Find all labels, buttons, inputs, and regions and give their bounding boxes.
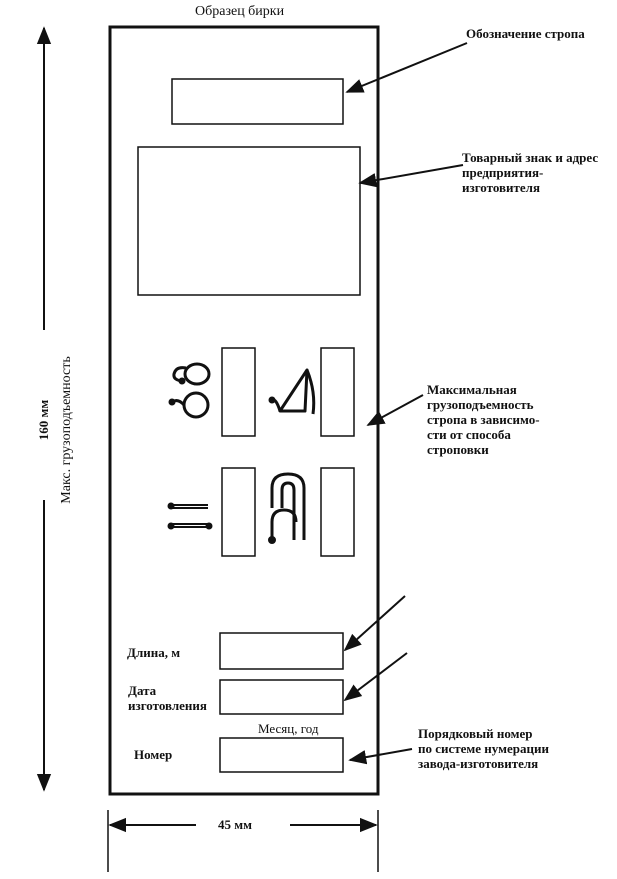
trademark-label: Товарный знак и адрес предприятия- изгот… bbox=[462, 150, 598, 195]
length-arrow bbox=[343, 595, 406, 652]
capacity-label-line: сти от способа bbox=[427, 427, 511, 442]
serial-label-line: Порядковый номер bbox=[418, 726, 533, 741]
designation-box bbox=[171, 78, 344, 125]
capacity-arrow bbox=[366, 394, 424, 426]
date-label-line: Дата bbox=[128, 683, 157, 698]
height-dimension-label: 160 мм bbox=[36, 399, 51, 441]
serial-arrow bbox=[348, 748, 413, 765]
trademark-arrow bbox=[358, 164, 464, 188]
capacity-label: Максимальная грузоподъемность стропа в з… bbox=[427, 382, 540, 457]
capacity-label-line: Максимальная bbox=[427, 382, 517, 397]
straight-sling-icon bbox=[167, 502, 213, 530]
basket-triangle-icon bbox=[268, 368, 316, 415]
date-arrow bbox=[343, 652, 408, 702]
tag-outline bbox=[108, 25, 380, 796]
designation-arrow bbox=[345, 42, 468, 93]
choker-sling-icon bbox=[168, 362, 211, 419]
number-box bbox=[219, 737, 344, 773]
capacity-box-3 bbox=[221, 467, 256, 557]
capacity-label-line: стропа в зависимо- bbox=[427, 412, 540, 427]
max-capacity-side-label: Макс. грузоподъемность bbox=[59, 356, 74, 504]
width-dimension-label: 45 мм bbox=[218, 817, 252, 832]
serial-label-line: по системе нумерации bbox=[418, 741, 549, 756]
date-box bbox=[219, 679, 344, 715]
capacity-box-2 bbox=[320, 347, 355, 437]
length-box bbox=[219, 632, 344, 670]
number-label: Номер bbox=[134, 747, 173, 762]
u-loop-sling-icon bbox=[268, 472, 306, 544]
serial-label-line: завода-изготовителя bbox=[418, 756, 539, 771]
capacity-box-4 bbox=[320, 467, 355, 557]
capacity-box-1 bbox=[221, 347, 256, 437]
designation-label: Обозначение стропа bbox=[466, 26, 585, 41]
capacity-label-line: грузоподъемность bbox=[427, 397, 534, 412]
date-label: Дата изготовления bbox=[128, 683, 207, 713]
month-year-label: Месяц, год bbox=[258, 721, 319, 736]
trademark-label-line: Товарный знак и адрес bbox=[462, 150, 599, 165]
diagram-title: Образец бирки bbox=[195, 4, 285, 19]
trademark-label-line: предприятия- bbox=[462, 165, 544, 180]
capacity-label-line: строповки bbox=[427, 442, 489, 457]
length-label: Длина, м bbox=[127, 645, 181, 660]
trademark-box bbox=[137, 146, 361, 296]
trademark-label-line: изготовителя bbox=[462, 180, 541, 195]
date-label-line: изготовления bbox=[128, 698, 207, 713]
serial-label: Порядковый номер по системе нумерации за… bbox=[418, 726, 549, 771]
